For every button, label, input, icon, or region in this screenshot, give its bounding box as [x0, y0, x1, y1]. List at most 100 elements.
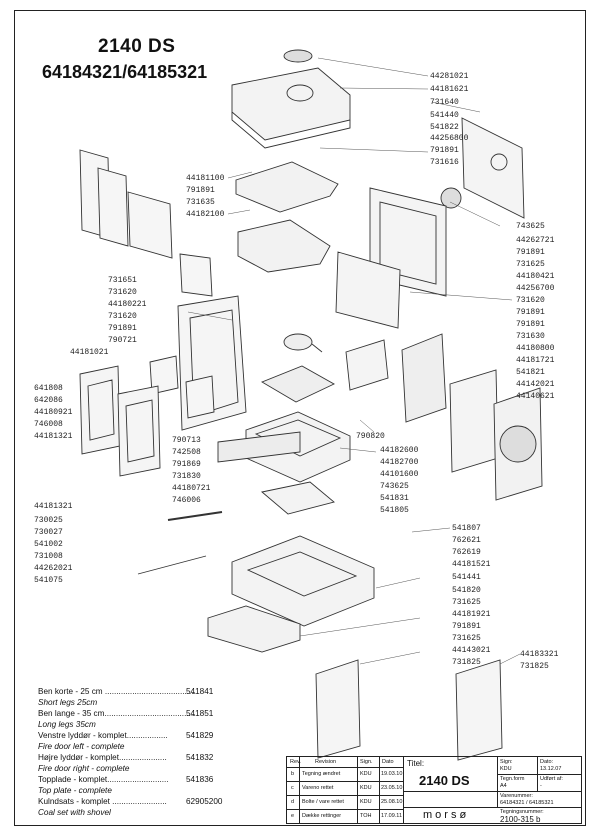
leg-base-left-part [315, 659, 361, 759]
part-number: 44281021 [430, 72, 469, 81]
part-number: 541440 [430, 111, 459, 120]
part-number: 731830 [172, 472, 201, 481]
part-number: 44181621 [430, 85, 469, 94]
legend-item: Højre lyddør - komplet..................… [38, 753, 214, 762]
part-number: 44181021 [70, 348, 109, 357]
part-number: 791891 [186, 186, 215, 195]
part-number: 541441 [452, 573, 481, 582]
part-number: 731825 [452, 658, 481, 667]
part-number: 44142021 [516, 380, 555, 389]
part-number: 44140621 [516, 392, 555, 401]
legend-item: Fire door right - complete [38, 764, 130, 773]
legend-item: Kulndsats - komplet ....................… [38, 797, 223, 806]
part-number: 731640 [430, 98, 459, 107]
part-number: 541820 [452, 586, 481, 595]
part-number: 541821 [516, 368, 545, 377]
part-number: 44262721 [516, 236, 555, 245]
part-number: 731620 [108, 288, 137, 297]
part-number: 44181100 [186, 174, 225, 183]
side-panel-part [449, 369, 499, 473]
legend-item: Short legs 25cm [38, 698, 98, 707]
bottom-plate-part [231, 535, 375, 627]
part-number: 731625 [452, 598, 481, 607]
part-number: 44180800 [516, 344, 555, 353]
part-number: 731651 [108, 276, 137, 285]
grate-round-part [283, 333, 323, 353]
part-number: 44180921 [34, 408, 73, 417]
legend-item: Coal set with shovel [38, 808, 111, 817]
part-number: 742508 [172, 448, 201, 457]
article-numbers: 64184321/64185321 [42, 62, 208, 82]
part-number: 731616 [430, 158, 459, 167]
door-left-part [79, 365, 121, 455]
top-plate-part [231, 49, 351, 149]
part-number: 541075 [34, 576, 63, 585]
part-number: 791891 [516, 248, 545, 257]
door-right-part [117, 385, 161, 477]
shovel-part [137, 555, 207, 575]
title-block: Rev. Revision Sign. Dato b Tegning ændre… [286, 756, 582, 824]
titel-value: 2140 DS [419, 773, 470, 788]
part-number: 44181321 [34, 502, 73, 511]
baffle-part [235, 161, 339, 273]
part-number: 44101600 [380, 470, 419, 479]
part-number: 642086 [34, 396, 63, 405]
part-number: 790820 [356, 432, 385, 441]
part-number: 44143021 [452, 646, 491, 655]
side-liner-2-part [185, 375, 215, 419]
grate-bar-part [217, 431, 301, 463]
part-number: 746008 [34, 420, 63, 429]
part-number: 731008 [34, 552, 63, 561]
leg-base-right-part [455, 659, 503, 761]
part-number: 730025 [34, 516, 63, 525]
part-number: 731625 [452, 634, 481, 643]
brand-logo: morsø [423, 809, 470, 821]
part-number: 762619 [452, 548, 481, 557]
legend-item: Topplade - komplet......................… [38, 775, 214, 784]
legend-item: Ben korte - 25 cm ......................… [38, 687, 214, 696]
part-number: 791869 [172, 460, 201, 469]
part-number: 44181521 [452, 560, 491, 569]
ash-pan-part [261, 481, 335, 515]
convection-plate-part [401, 333, 447, 423]
legend-item: Venstre lyddør - komplet................… [38, 731, 214, 740]
part-number: 541822 [430, 123, 459, 132]
legend-item: Top plate - complete [38, 786, 112, 795]
part-number: 44182700 [380, 458, 419, 467]
part-number: 731620 [516, 296, 545, 305]
side-liner-part [149, 355, 179, 395]
part-number: 44182100 [186, 210, 225, 219]
leader-lines [187, 57, 521, 665]
left-side-plates [79, 149, 173, 259]
part-number: 791891 [108, 324, 137, 333]
legend-item: Long legs 35cm [38, 720, 96, 729]
part-number: 730027 [34, 528, 63, 537]
drawing-sheet [14, 10, 586, 826]
legend-item: Fire door left - complete [38, 742, 125, 751]
side-wall-part [335, 251, 401, 329]
back-panel-part [440, 117, 525, 219]
part-number: 731635 [186, 198, 215, 207]
part-number: 44181921 [452, 610, 491, 619]
back-liner-part [179, 253, 213, 297]
part-number: 541807 [452, 524, 481, 533]
part-number: 44256800 [430, 134, 469, 143]
part-number: 44181721 [516, 356, 555, 365]
part-number: 791891 [452, 622, 481, 631]
part-number: 44180221 [108, 300, 147, 309]
part-number: 44180421 [516, 272, 555, 281]
part-number: 731630 [516, 332, 545, 341]
poker-part [167, 511, 223, 521]
part-number: 541831 [380, 494, 409, 503]
part-number: 44180721 [172, 484, 211, 493]
part-number: 791891 [516, 308, 545, 317]
part-number: 641808 [34, 384, 63, 393]
part-number: 746006 [172, 496, 201, 505]
part-number: 44262021 [34, 564, 73, 573]
titel-label: Titel: [407, 759, 425, 768]
part-number: 791891 [516, 320, 545, 329]
part-number: 541805 [380, 506, 409, 515]
part-number: 743625 [516, 222, 545, 231]
part-number: 731625 [516, 260, 545, 269]
